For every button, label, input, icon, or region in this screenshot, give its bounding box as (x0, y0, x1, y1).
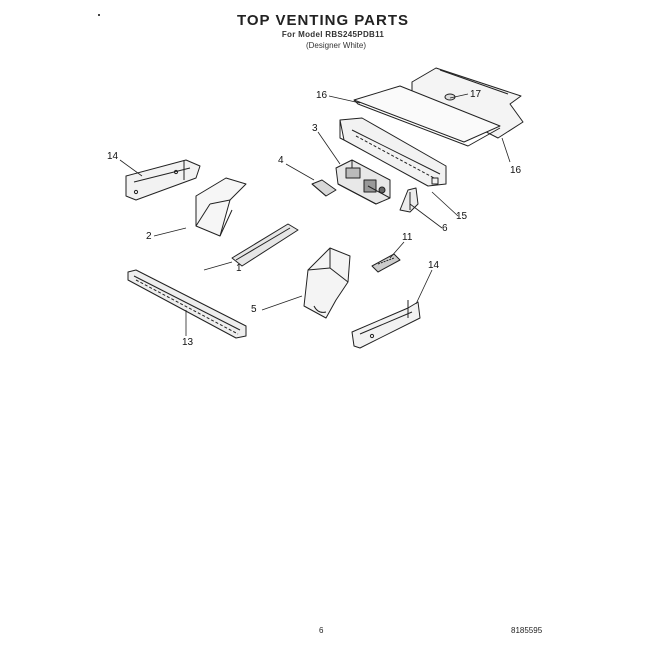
document-code: 8185595 (511, 626, 543, 635)
callout-4: 4 (278, 155, 284, 166)
part-4-clip (311, 179, 337, 197)
callout-13: 13 (182, 337, 194, 348)
color-variant: (Designer White) (305, 41, 366, 50)
callout-2: 2 (146, 231, 152, 242)
callout-5: 5 (251, 304, 257, 315)
model-number: For Model RBS245PDB11 (281, 30, 385, 39)
part-14-left-bracket (125, 159, 201, 201)
page-number: 6 (319, 626, 324, 635)
callout-1: 1 (236, 263, 242, 274)
part-3-blower-assembly (335, 159, 391, 205)
part-5-duct-housing (303, 247, 351, 319)
part-14-right-bracket (351, 300, 421, 349)
callout-14-right: 14 (428, 260, 440, 271)
registration-dot (98, 14, 100, 16)
callout-6: 6 (442, 223, 448, 234)
part-6-bracket (399, 187, 419, 213)
callout-16-left: 16 (316, 90, 328, 101)
callout-15: 15 (456, 211, 468, 222)
part-2-vent-duct (195, 177, 247, 237)
part-1-strip (231, 223, 299, 267)
callout-16-right: 16 (510, 165, 522, 176)
part-11-grille (371, 253, 401, 273)
callout-17: 17 (470, 89, 482, 100)
part-13-rail (127, 269, 247, 339)
callout-3: 3 (312, 123, 318, 134)
callout-14-left: 14 (107, 151, 119, 162)
leader-lines (119, 93, 511, 336)
callout-11: 11 (402, 232, 413, 243)
part-15-grille-bracket (339, 117, 447, 187)
page-title: TOP VENTING PARTS (236, 12, 410, 29)
